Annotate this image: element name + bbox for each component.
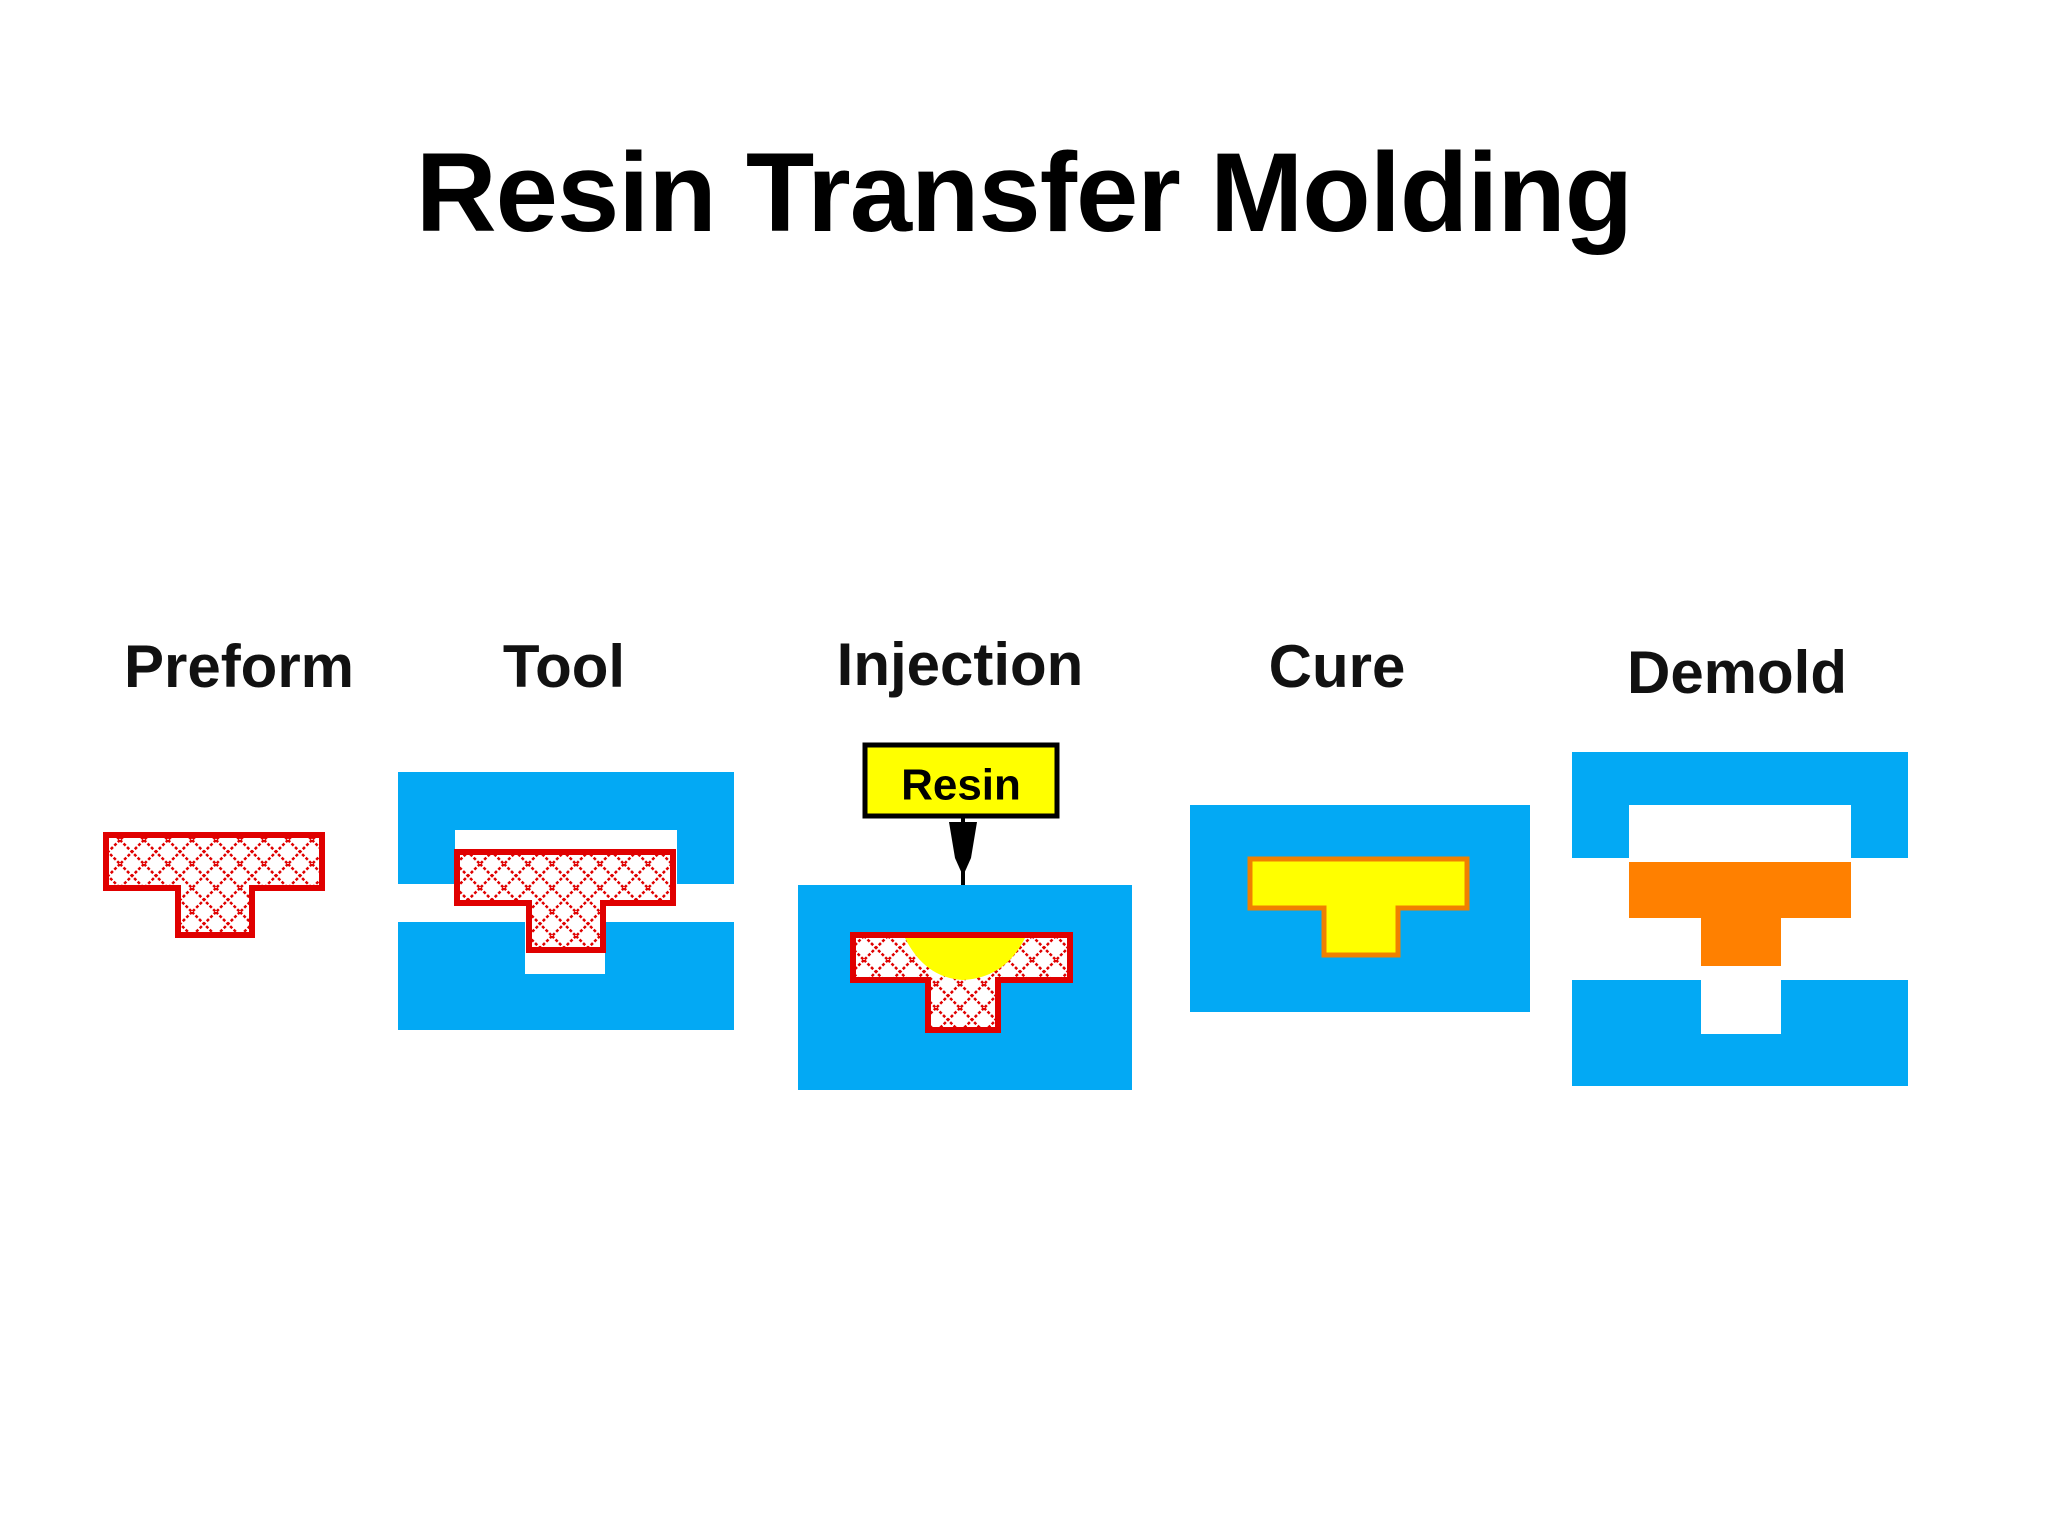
step-label-preform: Preform — [123, 633, 355, 700]
injection-nozzle-icon — [949, 822, 977, 876]
injection-step: Resin — [798, 742, 1132, 1090]
tool-preform-shape — [454, 849, 676, 953]
step-label-cure: Cure — [1268, 633, 1406, 700]
preform-shape — [103, 832, 325, 938]
resin-label-box — [862, 742, 1060, 819]
cure-part-shape — [1247, 856, 1470, 958]
page-title: Resin Transfer Molding — [415, 130, 1633, 255]
step-label-injection: Injection — [836, 631, 1084, 698]
demold-step — [1572, 752, 1908, 1086]
tool-step — [398, 772, 734, 1030]
cure-step — [1190, 805, 1530, 1012]
injection-preform-outline — [850, 932, 1073, 1033]
step-label-demold: Demold — [1626, 639, 1848, 706]
step-label-tool: Tool — [502, 633, 626, 700]
resin-label: Resin — [901, 761, 1021, 810]
injection-preform-shape — [853, 935, 1070, 1030]
injection-resin-front — [905, 938, 1025, 980]
preform-step — [103, 832, 325, 938]
demold-bottom-cavity — [1701, 980, 1781, 1034]
demold-part-shape — [1629, 862, 1851, 966]
demold-top-cavity — [1629, 805, 1851, 858]
